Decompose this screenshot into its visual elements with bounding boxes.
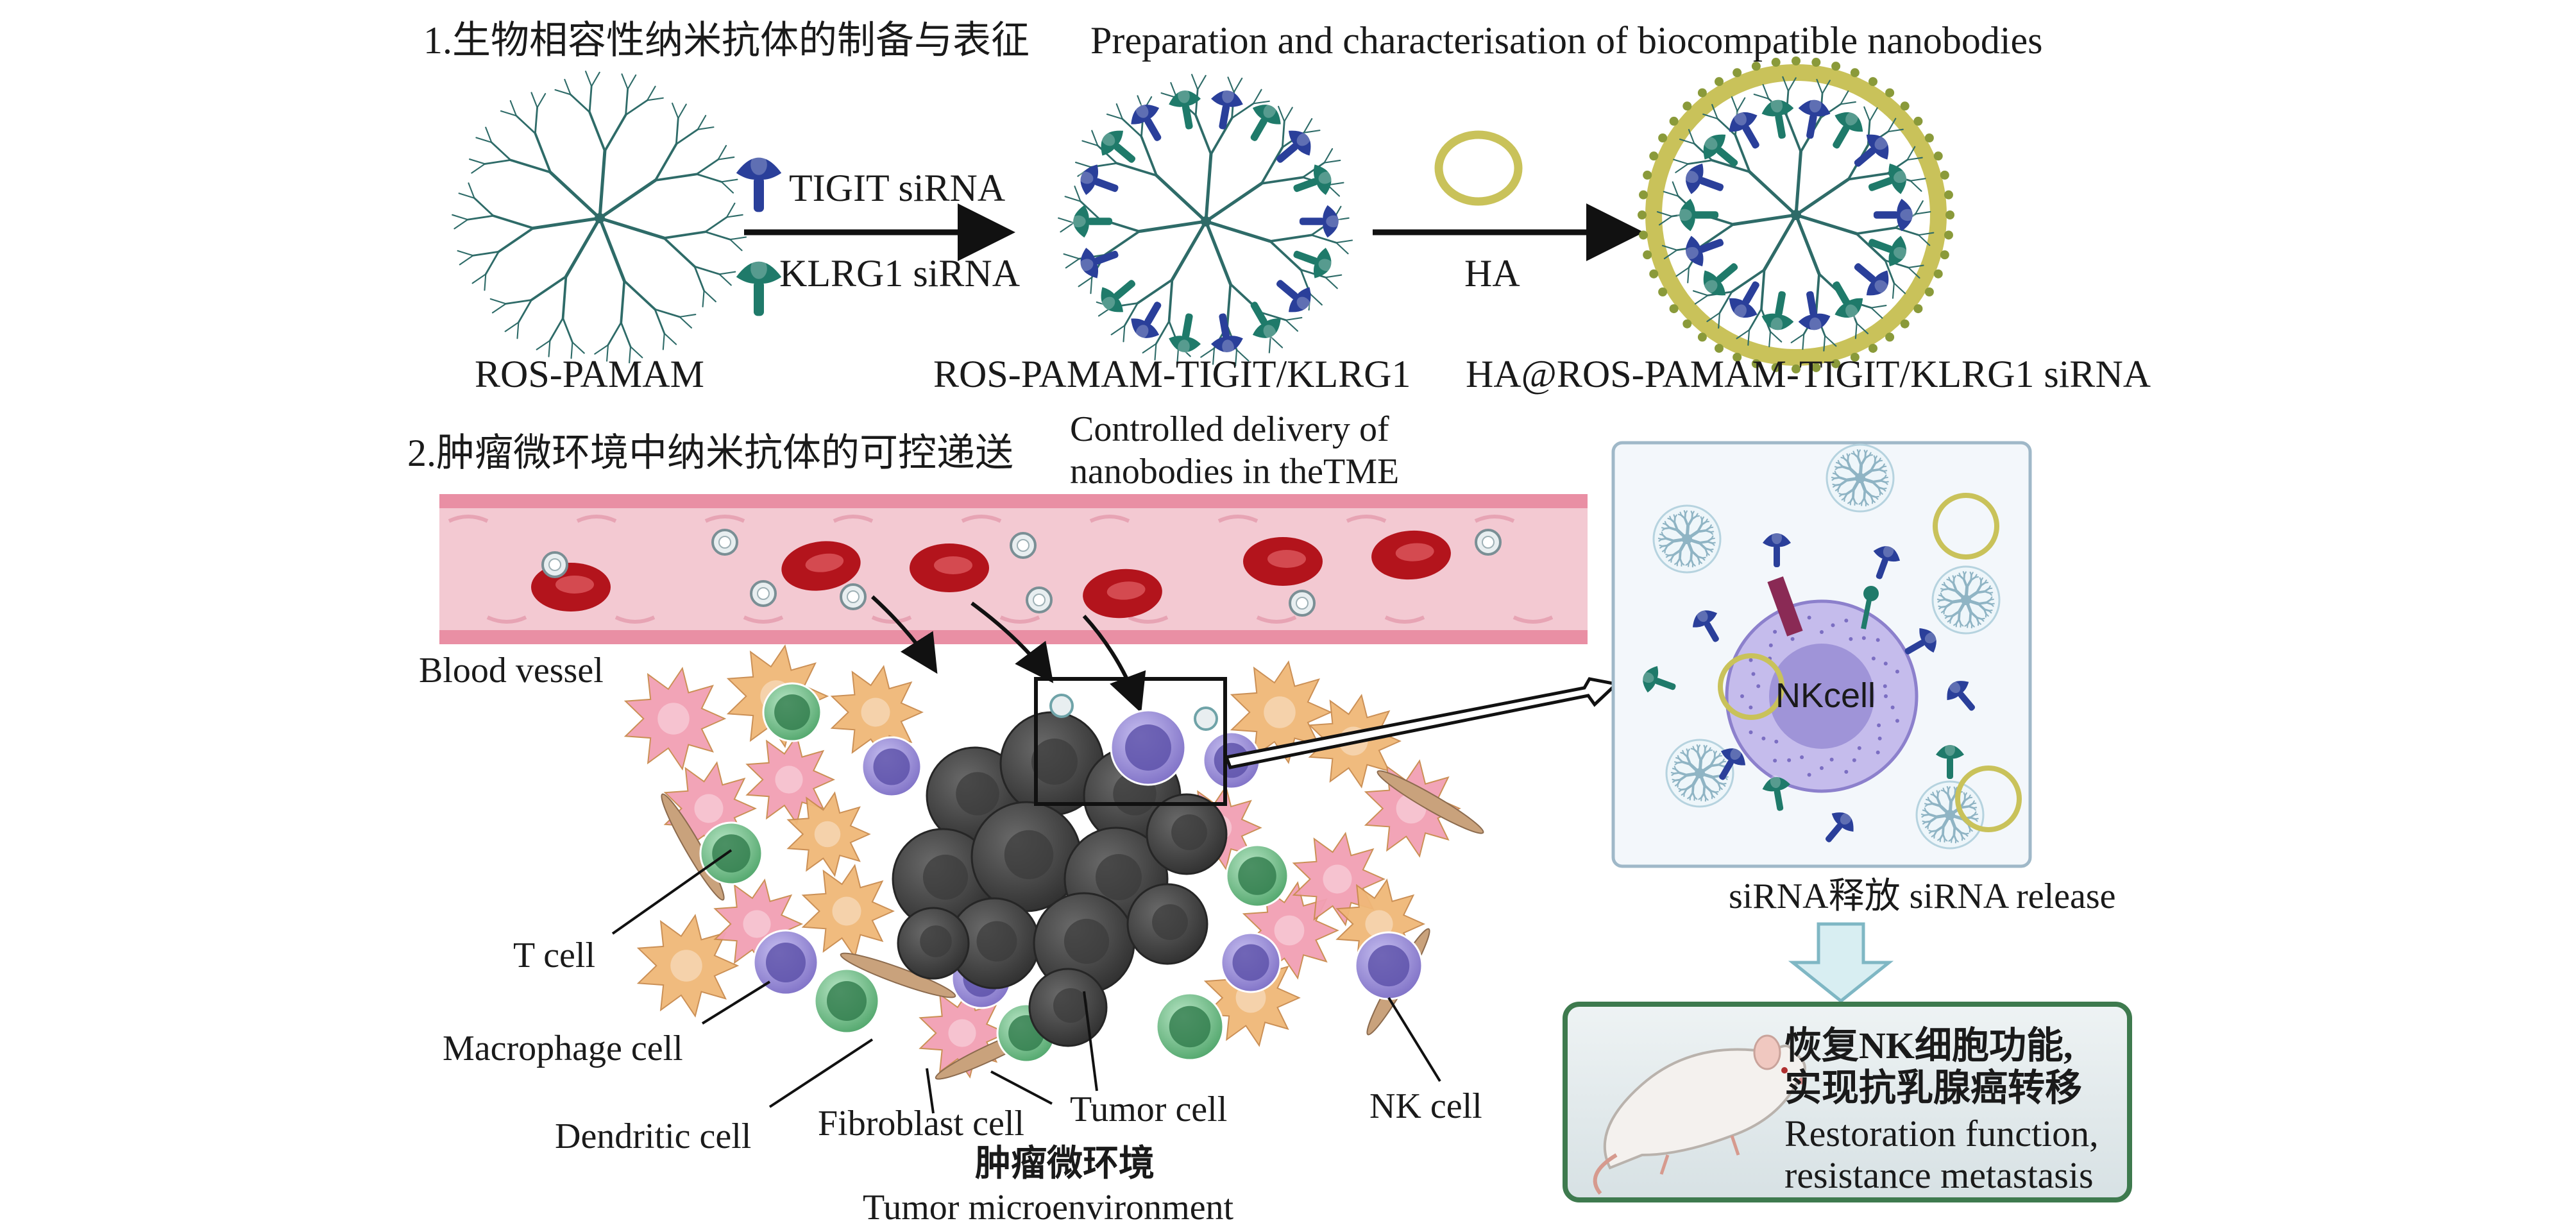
label-leader-lines bbox=[611, 849, 1441, 1114]
section2-title-en-line1: Controlled delivery of bbox=[1070, 409, 1389, 449]
macrophage-label: Macrophage cell bbox=[443, 1029, 683, 1068]
mouse-illustration bbox=[1593, 1034, 1806, 1195]
outcome-cn-line2: 实现抗乳腺癌转移 bbox=[1784, 1067, 2083, 1109]
outcome-en-line1: Restoration function, bbox=[1784, 1113, 2099, 1154]
loaded-dendrimer-label: ROS-PAMAM-TIGIT/KLRG1 bbox=[933, 353, 1411, 395]
fibroblast-label: Fibroblast cell bbox=[818, 1104, 1024, 1143]
tumor-cell-label: Tumor cell bbox=[1070, 1090, 1228, 1129]
dendritic-label: Dendritic cell bbox=[555, 1116, 752, 1156]
outcome-en-line2: resistance metastasis bbox=[1784, 1154, 2094, 1196]
zoom-arrow bbox=[1224, 677, 1620, 769]
nk-panel-contents bbox=[1641, 443, 2022, 850]
ros-pamam-dendrimer bbox=[452, 71, 747, 364]
tumor-microenvironment-cluster bbox=[623, 644, 1484, 1080]
tme-label-en: Tumor microenvironment bbox=[863, 1188, 1234, 1228]
tigit-sirna-label: TIGIT siRNA bbox=[789, 167, 1006, 209]
red-blood-cells bbox=[531, 530, 1451, 619]
klrg1-sirna-label: KLRG1 siRNA bbox=[779, 252, 1021, 295]
section1-title-cn: 1.生物相容性纳米抗体的制备与表征 bbox=[423, 19, 1030, 62]
ha-coated-dendrimer bbox=[1638, 56, 1954, 373]
nkcell-label: NKcell bbox=[1775, 676, 1876, 715]
ros-pamam-label: ROS-PAMAM bbox=[475, 353, 704, 395]
ha-ring-icon bbox=[1434, 130, 1523, 206]
extravasation-arrows bbox=[870, 595, 1146, 714]
loaded-dendrimer bbox=[1058, 74, 1353, 367]
t-cell-label: T cell bbox=[513, 936, 596, 975]
nk-cell-label: NK cell bbox=[1369, 1086, 1482, 1126]
zoom-box bbox=[1034, 677, 1227, 806]
final-nanobody-label: HA@ROS-PAMAM-TIGIT/KLRG1 siRNA bbox=[1466, 353, 2151, 395]
section2-title-en-line2: nanobodies in theTME bbox=[1070, 452, 1400, 492]
blood-vessel-label: Blood vessel bbox=[419, 651, 604, 690]
klrg1-sirna-icon bbox=[736, 258, 782, 316]
sirna-release-label: siRNA释放 siRNA release bbox=[1729, 877, 2116, 916]
tme-label-cn: 肿瘤微环境 bbox=[975, 1144, 1155, 1184]
outcome-cn-line1: 恢复NK细胞功能, bbox=[1784, 1025, 2073, 1066]
circulating-nanoparticles bbox=[541, 529, 1502, 617]
release-arrow bbox=[1788, 922, 1894, 1004]
section2-title-cn: 2.肿瘤微环境中纳米抗体的可控递送 bbox=[407, 432, 1013, 474]
ha-label: HA bbox=[1464, 252, 1520, 295]
tigit-sirna-icon bbox=[736, 154, 782, 212]
section1-title-en: Preparation and characterisation of bioc… bbox=[1090, 19, 2043, 62]
